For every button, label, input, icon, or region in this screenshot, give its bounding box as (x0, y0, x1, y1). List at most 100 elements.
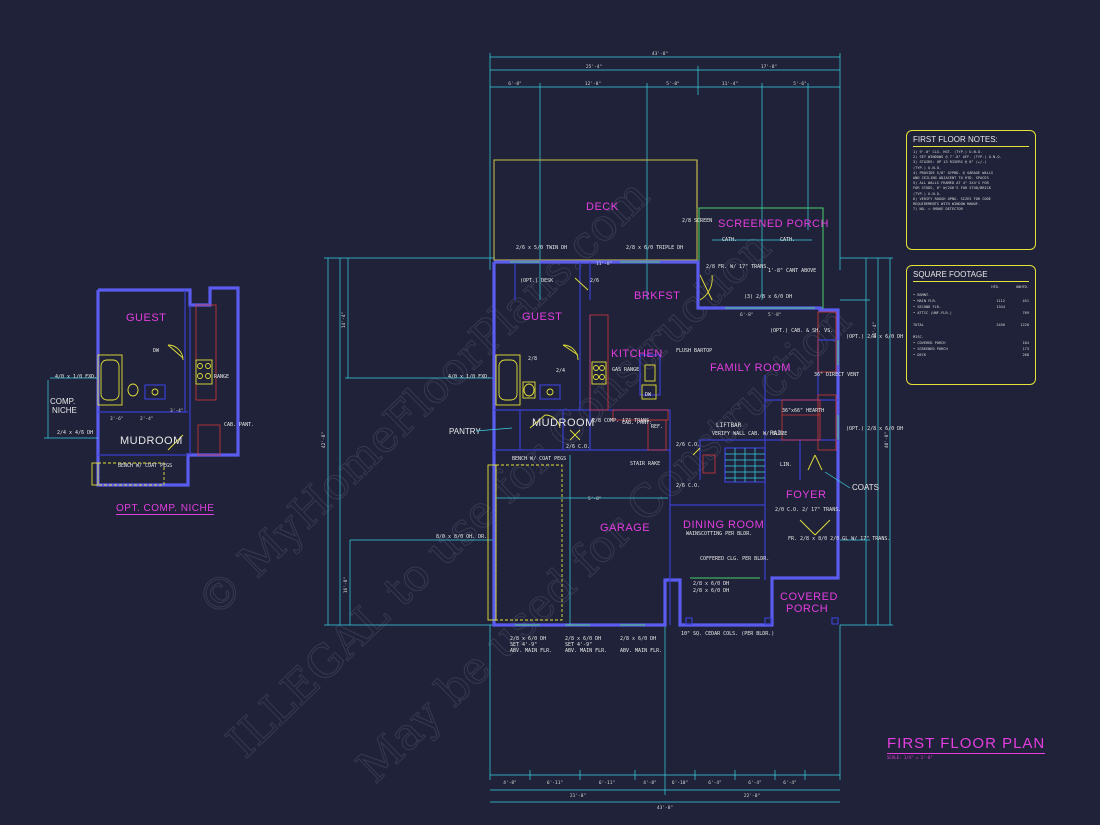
square-footage-table: SQUARE FOOTAGE HTD. UNHTD. • BSMNT. • MA… (906, 265, 1036, 385)
label-verify-wall: VERIFY WALL CAB. W/ SLOPE (712, 431, 787, 437)
dim-top-c2: 12'-8" (585, 81, 601, 87)
sqft-row-heated (983, 352, 1005, 358)
interior-walls (494, 262, 838, 625)
label-niche-fxd: 4/0 x 1/0 FXD. (55, 374, 97, 380)
note-line: AND CEILING ADJACENT TO HTD. SPACES (913, 176, 989, 181)
label-guest-fxd: 4/0 x 1/0 FXD. (448, 374, 490, 380)
label-niche-dh: 2/4 x 4/6 DH (57, 430, 93, 436)
label-comp-trans: 2/8 COMP. 17" TRANS. (592, 418, 652, 424)
label-dw2: DW (153, 348, 160, 354)
label-garage-window-1c: ABV. MAIN FLR. (510, 648, 552, 654)
label-dw: DW (645, 392, 652, 398)
top-dimensions: 43'-8" 25'-4" 17'-8" 6'-8" 12'-8" 5'-8" … (489, 51, 841, 300)
label-co-1: 2/6 C.O. (676, 442, 700, 448)
dim-bot-c5: 6'-10" (672, 780, 688, 786)
stairs (702, 447, 766, 483)
room-family-room: FAMILY ROOM (710, 362, 791, 374)
label-co-2: 2/6 C.O. (676, 483, 700, 489)
callout-pantry: PANTRY (449, 427, 481, 436)
doors (529, 274, 831, 536)
label-garage-door: 8/0 x 8/0 OH. DR. (436, 534, 487, 540)
dim-bot-overall: 43'-8" (657, 805, 673, 811)
sqft-row-name: MISC. (913, 335, 924, 339)
dim-window-b: 5'-8" (768, 312, 782, 318)
dim-bot-c6: 6'-4" (708, 780, 722, 786)
note-line: REQUIREMENTS WITH WINDOW MANUF. (913, 202, 981, 207)
sqft-row-name: • SECOND FLR. (913, 305, 942, 309)
sqft-row-unheated: 268 (1022, 353, 1030, 357)
dim-top-b: 17'-8" (761, 64, 777, 70)
label-opt-dh-2: (OPT.) 2/8 x 6/0 DH (846, 426, 903, 432)
note-line: (TYP.) U.N.O. (913, 191, 942, 196)
callout-stair-rake: STAIR RAKE (630, 461, 660, 467)
left-dimensions: 14'-4" 42'-8" 16'-8" (321, 257, 495, 626)
label-door-24: 2/4 (556, 368, 565, 374)
sqft-row-name: • ATTIC (UNF.FLR.) (913, 311, 952, 315)
label-cath-1: CATH. (722, 237, 737, 243)
dim-top-a: 25'-4" (586, 64, 602, 70)
label-bench-1: BENCH W/ COAT PEGS (512, 456, 566, 462)
label-hearth: 36"x66" HEARTH (782, 408, 824, 414)
dim-bot-a: 21'-8" (570, 793, 586, 799)
callout-comp-niche-1: COMP. (50, 397, 75, 406)
dim-left-1: 14'-4" (341, 312, 347, 328)
dim-mid-2: 11'-8" (596, 261, 612, 267)
label-cedar-cols: 10" SQ. CEDAR COLS. (PER BLDR.) (681, 631, 774, 637)
dim-top-c5: 5'-6" (793, 81, 807, 87)
dim-niche-1: 3'-6" (110, 416, 124, 422)
sqft-row: MISC. (913, 334, 1029, 340)
sqft-row-unheated: 184 (1022, 341, 1030, 345)
note-line: 4) PROVIDE 5/8" GYPBD. @ GARAGE WALLS (913, 170, 994, 175)
note-line: 7) NO. = SMOKE DETECTOR (913, 207, 963, 212)
niche-title: OPT. COMP. NICHE (116, 503, 215, 515)
label-opt-dh-1: (OPT.) 2/8 x 6/0 DH (846, 334, 903, 340)
sqft-row: • SCREENED PORCH 173 (913, 346, 1029, 352)
plan-scale: SCALE: 1/4" = 1'-0" (887, 755, 933, 760)
note-line: 2) SET WINDOWS @ 7'-8" AFF. (TYP.) U.N.O… (913, 155, 1002, 160)
label-garage-window-2b: SET 4'-9" (565, 642, 592, 648)
sqft-row-heated: 2456 (996, 323, 1005, 327)
sqft-title: SQUARE FOOTAGE (913, 270, 1029, 282)
label-coffered: COFFERED CLG. PER BLDR. (700, 556, 769, 562)
room-screened-porch: SCREENED PORCH (718, 218, 829, 230)
dim-bot-c4: 4'-8" (643, 780, 657, 786)
label-garage-window-3b: ABV. MAIN FLR. (620, 648, 662, 654)
label-sidelites: FR. 2/8 x 8/0 2/0 GL W/ 17" TRANS. (788, 536, 890, 542)
kitchen-cabinets (589, 314, 669, 451)
dim-left-3: 16'-8" (343, 577, 349, 593)
label-three-windows: (3) 2/8 x 6/0 DH (744, 294, 792, 300)
sqft-row-heated: 1344 (996, 305, 1005, 309)
note-line: 5) ALL WALLS FRAMED AT 4" 2X4'S FOR (913, 181, 989, 186)
label-cab-shelves: (OPT.) CAB. & SH. VS. (770, 328, 833, 334)
sqft-col-unheated: UNHTD. (1016, 285, 1029, 289)
porch-columns (685, 617, 839, 625)
label-co-3: 2/6 C.O. (566, 444, 590, 450)
sqft-row-name: • SCREENED PORCH (913, 347, 948, 351)
label-flush-bartop: FLUSH BARTOP (676, 348, 712, 354)
label-opt-desk: (OPT.) DESK (520, 278, 553, 284)
label-door-28: 2/8 (528, 356, 537, 362)
label-lin: LIN. (780, 462, 792, 468)
sqft-row-unheated: 173 (1022, 347, 1030, 351)
dim-right-2: 40'-8" (884, 432, 890, 448)
sqft-row-name: • DECK (913, 353, 926, 357)
note-line: 3) STAIRS: UP 13 RISERS @ 8" (+/-) (913, 160, 987, 165)
notes-title: FIRST FLOOR NOTES: (913, 135, 1029, 147)
dim-bot-b: 22'-0" (744, 793, 760, 799)
dim-bot-c8: 6'-4" (783, 780, 797, 786)
deck (493, 159, 698, 261)
sqft-header: HTD. UNHTD. (913, 285, 1029, 289)
callout-rail: RAIL (770, 430, 785, 437)
label-dining-windows-2: 2/8 x 6/0 DH (693, 588, 729, 594)
sqft-row-heated: 1112 (996, 299, 1005, 303)
label-front-door: 2/0 C.O. 2/ 17" TRANS. (775, 507, 841, 513)
sqft-row: • SECOND FLR. 1344 (913, 304, 1029, 310)
niche-room-mudroom: MUDROOM (120, 435, 183, 447)
label-direct-vent: 36" DIRECT VENT (814, 372, 859, 378)
dim-niche-2: 2'-4" (140, 416, 154, 422)
room-mudroom: MUDROOM (532, 417, 595, 429)
